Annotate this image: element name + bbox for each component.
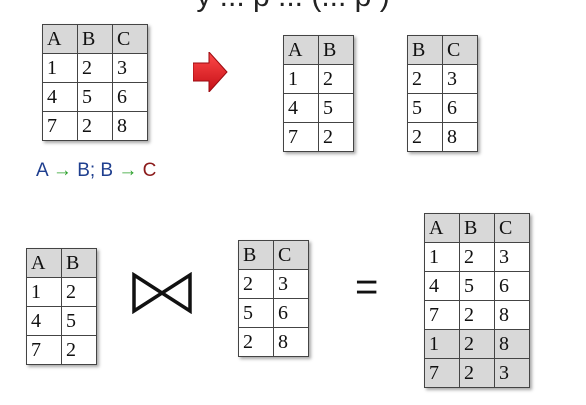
cell: 1: [26, 277, 62, 307]
header-cell: C: [112, 24, 148, 54]
cell: 3: [442, 64, 478, 94]
functional-dependencies: A → B; B → C: [36, 160, 156, 182]
header-cell: B: [238, 240, 274, 270]
cell: 1: [42, 53, 78, 83]
cell: 5: [238, 298, 274, 328]
equals-sign: =: [355, 265, 379, 309]
cell: 6: [442, 93, 478, 123]
cell: 7: [283, 122, 319, 152]
cell: 2: [407, 122, 443, 152]
fd-arrow-icon: →: [118, 160, 138, 181]
cell: 5: [459, 271, 495, 301]
header-cell: B: [61, 248, 97, 278]
header-cell: A: [283, 35, 319, 65]
cell: 3: [112, 53, 148, 83]
fd-arrow-icon: →: [52, 160, 72, 181]
header-cell: C: [442, 35, 478, 65]
header-cell: B: [459, 213, 495, 243]
cell: 4: [283, 93, 319, 123]
header-cell: C: [494, 213, 530, 243]
cell: 8: [494, 300, 530, 330]
cell: 7: [424, 358, 460, 388]
slide-title-fragment: y ... p ... (... p ): [0, 0, 586, 14]
cell: 1: [283, 64, 319, 94]
fd-attr-c: C: [142, 160, 157, 181]
cell: 3: [494, 358, 530, 388]
cell: 2: [238, 269, 274, 299]
cell: 1: [424, 242, 460, 272]
header-cell: A: [424, 213, 460, 243]
cell: 2: [318, 64, 354, 94]
header-cell: B: [77, 24, 113, 54]
cell: 2: [459, 358, 495, 388]
header-cell: A: [26, 248, 62, 278]
cell: 4: [424, 271, 460, 301]
cell: 8: [494, 329, 530, 359]
cell: 2: [459, 242, 495, 272]
header-cell: C: [273, 240, 309, 270]
header-cell: B: [318, 35, 354, 65]
cell: 6: [112, 82, 148, 112]
fd-attr-a: A: [36, 160, 48, 181]
cell: 2: [318, 122, 354, 152]
cell: 2: [61, 277, 97, 307]
cell: 6: [273, 298, 309, 328]
cell: 7: [424, 300, 460, 330]
cell: 1: [424, 329, 460, 359]
header-cell: B: [407, 35, 443, 65]
red-arrow-icon: [193, 52, 228, 92]
cell: 2: [238, 327, 274, 357]
cell: 7: [42, 111, 78, 141]
cell: 8: [112, 111, 148, 141]
cell: 2: [77, 111, 113, 141]
cell: 6: [494, 271, 530, 301]
cell: 2: [459, 329, 495, 359]
cell: 7: [26, 335, 62, 365]
cell: 5: [77, 82, 113, 112]
cell: 2: [61, 335, 97, 365]
cell: 8: [273, 327, 309, 357]
cell: 2: [459, 300, 495, 330]
header-cell: A: [42, 24, 78, 54]
cell: 4: [26, 306, 62, 336]
natural-join-icon: [132, 272, 192, 314]
cell: 3: [494, 242, 530, 272]
cell: 2: [77, 53, 113, 83]
cell: 5: [61, 306, 97, 336]
cell: 5: [318, 93, 354, 123]
cell: 3: [273, 269, 309, 299]
cell: 8: [442, 122, 478, 152]
cell: 5: [407, 93, 443, 123]
cell: 4: [42, 82, 78, 112]
fd-attr-b: B; B: [77, 160, 114, 181]
cell: 2: [407, 64, 443, 94]
